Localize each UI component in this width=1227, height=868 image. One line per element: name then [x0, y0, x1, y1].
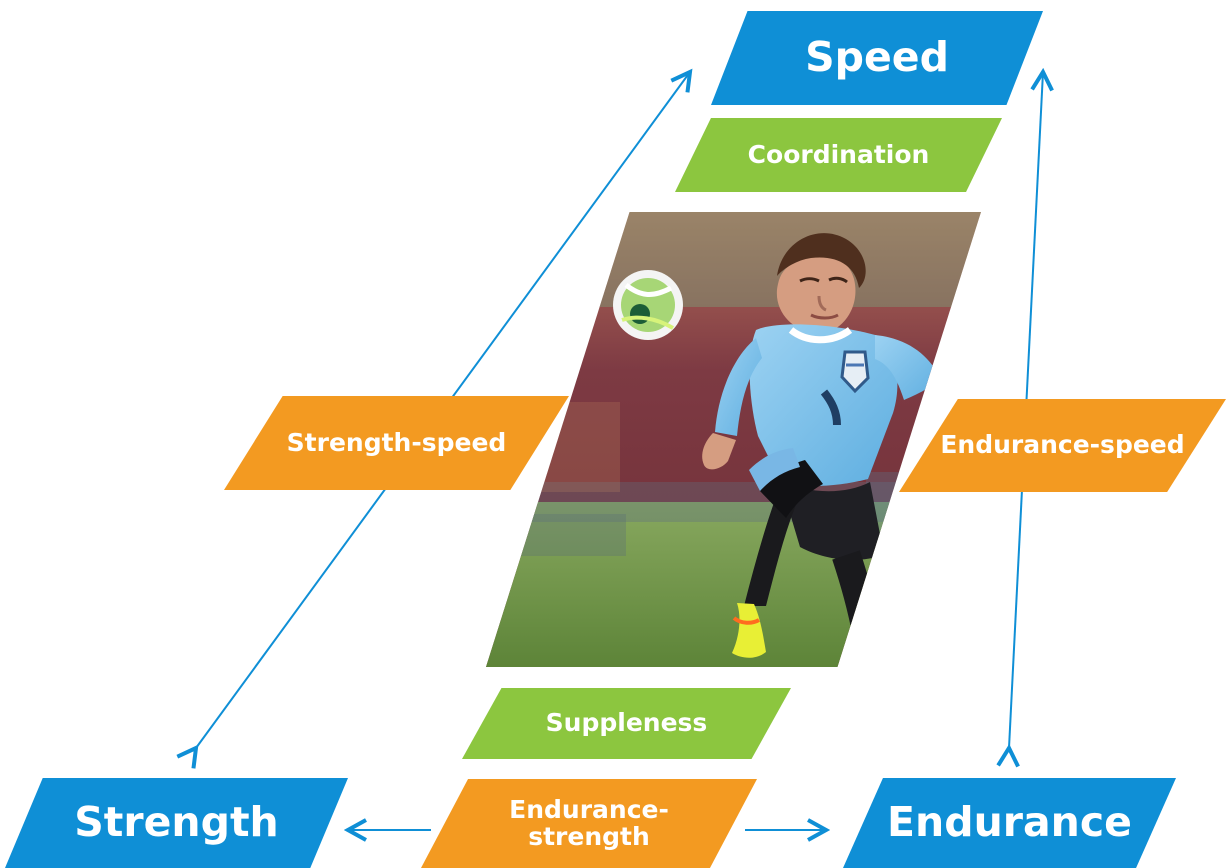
- endurance-speed-box: Endurance-speed: [899, 399, 1226, 492]
- strength-speed-box: Strength-speed: [224, 396, 569, 490]
- endurance-strength-box: Endurance- strength: [421, 779, 757, 868]
- speed-label: Speed: [805, 33, 949, 82]
- strength-box: Strength: [5, 778, 348, 868]
- endurance-strength-line-2: strength: [528, 821, 650, 851]
- suppleness-box: Suppleness: [462, 688, 791, 759]
- suppleness-label: Suppleness: [545, 708, 708, 738]
- coordination-label: Coordination: [747, 139, 930, 169]
- endurance-strength-line-1: Endurance-: [509, 795, 669, 825]
- speed-box: Speed: [711, 11, 1043, 105]
- coordination-box: Coordination: [675, 118, 1002, 192]
- endurance-label: Endurance: [887, 798, 1132, 847]
- endurance-strength-text: Endurance- strength: [509, 795, 669, 851]
- endurance-speed-label: Endurance-speed: [940, 430, 1185, 460]
- strength-label: Strength: [74, 798, 279, 847]
- strength-speed-label: Strength-speed: [286, 427, 507, 457]
- endurance-box: Endurance: [843, 778, 1176, 868]
